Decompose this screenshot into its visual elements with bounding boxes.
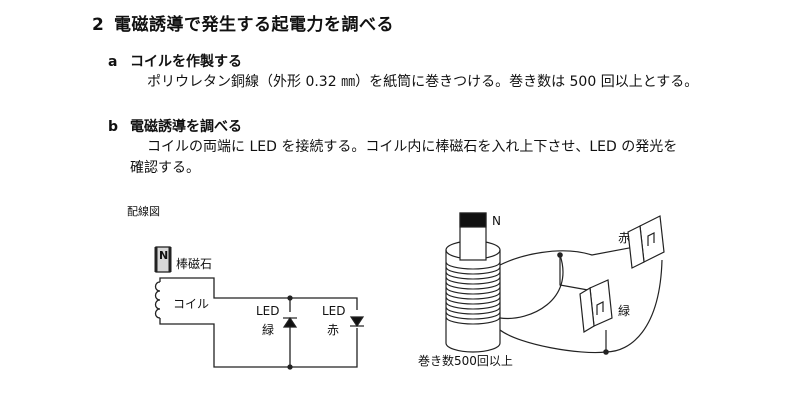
section-heading: 2 電磁誘導で発生する起電力を調べる <box>92 10 394 35</box>
figure-caption: 配線図 <box>127 205 160 218</box>
subsection-b-heading: b 電磁誘導を調べる <box>108 116 242 136</box>
subsection-a-title: コイルを作製する <box>130 54 242 70</box>
illustration-led-green-label: 緑 <box>618 304 631 318</box>
schematic-led-red-line-2: 赤 <box>327 323 340 337</box>
subsection-a-heading: a コイルを作製する <box>108 51 242 71</box>
schematic-diagram <box>154 246 358 370</box>
led-red-symbol <box>349 316 365 328</box>
illustration-led-red-label: 赤 <box>618 231 631 245</box>
led-green-module <box>579 279 613 333</box>
led-green-symbol <box>282 316 298 328</box>
schematic-magnet-pole: N <box>159 249 169 262</box>
schematic-led-red-line-1: LED <box>322 304 346 318</box>
coil-symbol <box>154 281 161 319</box>
subsection-a-line-1: ポリウレタン銅線（外形 0.32 ㎜）を紙筒に巻きつける。巻き数は 500 回以… <box>147 74 699 90</box>
subsection-b-line-1: コイルの両端に LED を接続する。コイル内に棒磁石を入れ上下させ、LED の発… <box>147 139 678 155</box>
subsection-b-title: 電磁誘導を調べる <box>130 119 242 135</box>
illustration-turns-label: 巻き数500回以上 <box>418 354 513 368</box>
section-title: 電磁誘導で発生する起電力を調べる <box>114 15 394 35</box>
coil-illustration <box>445 212 663 355</box>
schematic-coil-label: コイル <box>173 297 210 311</box>
subsection-b-tag: b <box>108 119 119 135</box>
schematic-magnet-label: 棒磁石 <box>176 257 213 271</box>
subsection-a-tag: a <box>108 54 118 70</box>
illustration-magnet-pole: N <box>492 214 501 228</box>
section-number: 2 <box>92 15 105 35</box>
schematic-led-green-line-2: 緑 <box>262 323 275 337</box>
subsection-b-line-2: 確認する。 <box>130 160 200 176</box>
led-red-module <box>627 215 665 269</box>
schematic-led-green-line-1: LED <box>256 304 280 318</box>
